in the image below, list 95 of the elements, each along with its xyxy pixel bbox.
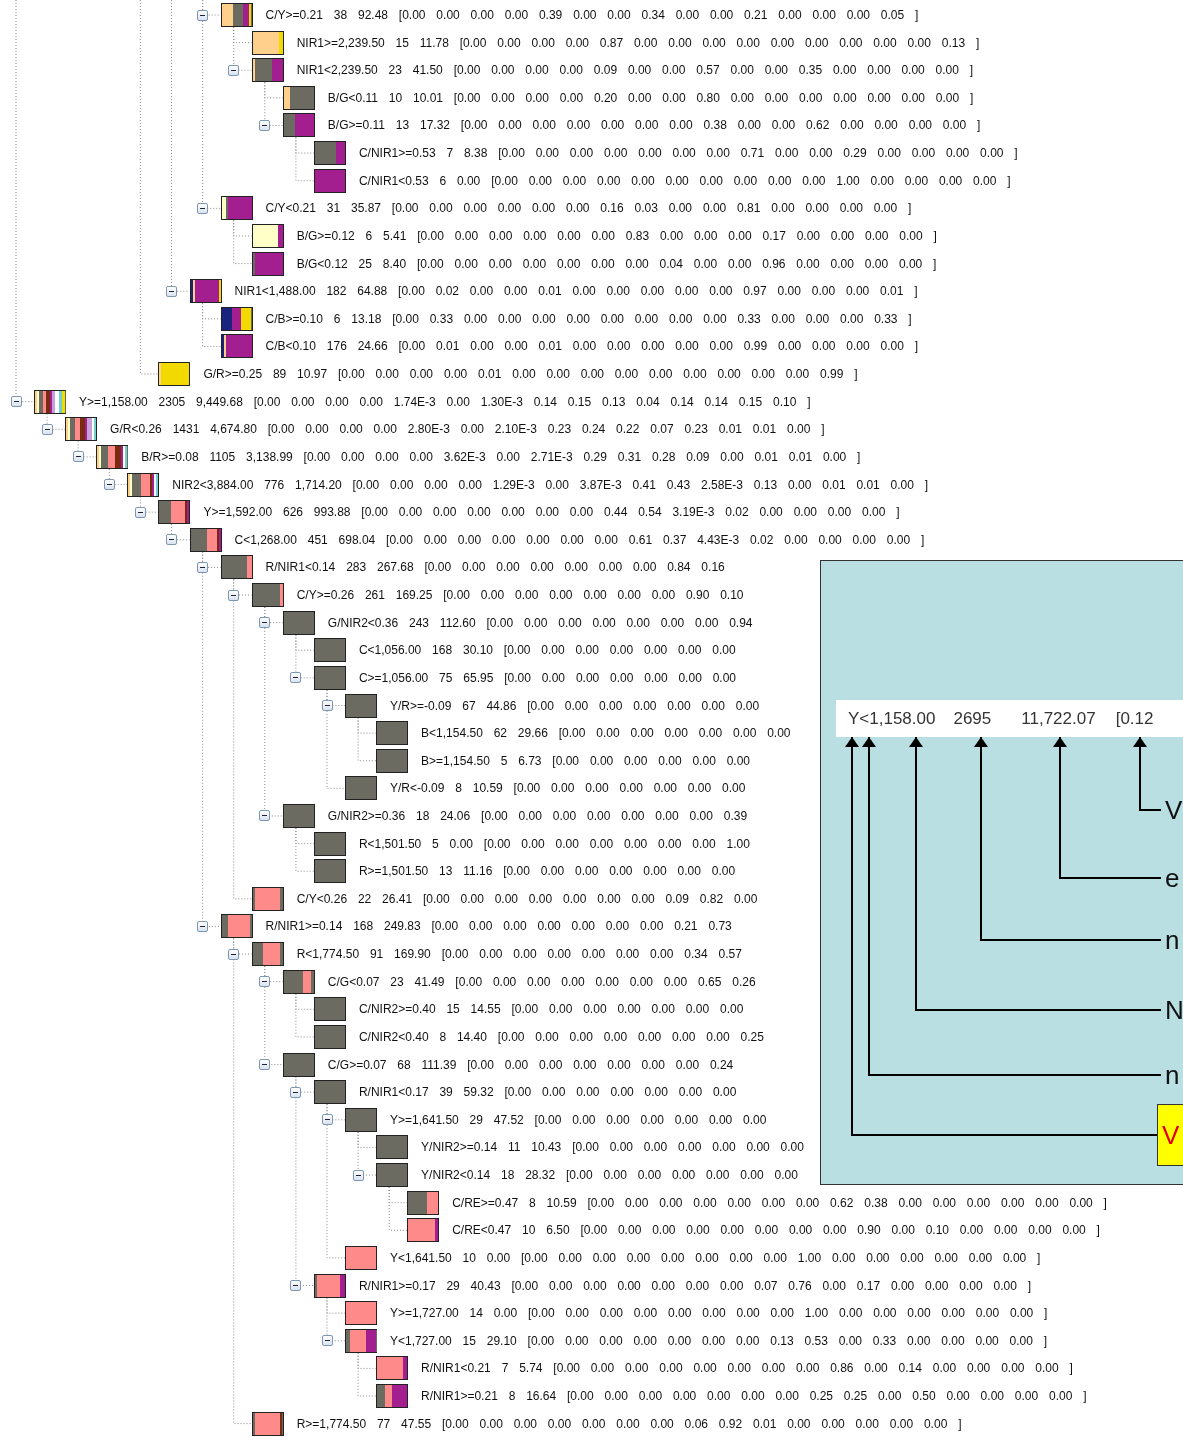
tree-node-summary: B/R>=0.08 1105 3,138.99 [0.00 0.00 0.00 0.00 3.62E-3 0.00 2.71E-3 0.29 0.31 0.28 0.09 0.00 0.01 0.01 0.00 ] <box>141 449 861 464</box>
tree-node-summary: C/NIR2<0.40 8 14.40 [0.00 0.00 0.00 0.00 0.00 0.00 0.00 0.25 <box>358 1029 764 1044</box>
tree-node-summary: C/Y<0.21 31 35.87 [0.00 0.00 0.00 0.00 0.00 0.00 0.16 0.03 0.00 0.00 0.81 0.00 0.00 0.00 0.00 ] <box>265 201 912 216</box>
leader-arrow <box>845 736 1158 1136</box>
tree-node-summary: Y<1,641.50 10 0.00 [0.00 0.00 0.00 0.00 0.00 0.00 0.00 0.00 1.00 0.00 0.00 0.00 0.00 0.00 0.00 ] <box>390 1250 1041 1265</box>
tree-node-summary: C<1,056.00 168 30.10 [0.00 0.00 0.00 0.00 0.00 0.00 0.00 <box>358 643 736 658</box>
tree-node-summary: B/G<0.11 10 10.01 [0.00 0.00 0.00 0.00 0.20 0.00 0.00 0.80 0.00 0.00 0.00 0.00 0.00 0.00 0.00 ] <box>327 90 974 105</box>
tree-connector-line <box>139 0 159 375</box>
tree-node-summary: R/NIR1>=0.17 29 40.43 [0.00 0.00 0.00 0.00 0.00 0.00 0.00 0.07 0.76 0.00 0.17 0.00 0.00 0.00 0.00 ] <box>358 1278 1031 1293</box>
node-summary-strip <box>836 700 1183 737</box>
impurity-value: 11,722.07 <box>1021 708 1096 729</box>
tree-node-summary: C/Y<0.26 22 26.41 [0.00 0.00 0.00 0.00 0.00 0.00 0.00 0.09 0.82 0.00 <box>296 891 758 906</box>
tree-node-summary: C/G>=0.07 68 111.39 [0.00 0.00 0.00 0.00 0.00 0.00 0.00 0.24 <box>327 1057 734 1072</box>
tree-node-summary: R/NIR1<0.14 283 267.68 [0.00 0.00 0.00 0.00 0.00 0.00 0.00 0.84 0.16 <box>265 560 725 575</box>
leader-arrow <box>909 736 1162 1011</box>
tree-node-summary: C/NIR2>=0.40 15 14.55 [0.00 0.00 0.00 0.00 0.00 0.00 0.00 <box>358 1002 744 1017</box>
tree-node-summary: B/G>=0.11 13 17.32 [0.00 0.00 0.00 0.00 0.00 0.00 0.00 0.38 0.00 0.00 0.62 0.00 0.00 0.00 0.00 ] <box>327 118 981 133</box>
tree-node-summary: NIR1<1,488.00 182 64.88 [0.00 0.02 0.00 0.00 0.01 0.00 0.00 0.00 0.00 0.00 0.97 0.00 0.00 0.00 0.01 ] <box>234 284 918 299</box>
tree-node-summary: C/NIR1>=0.53 7 8.38 [0.00 0.00 0.00 0.00 0.00 0.00 0.00 0.71 0.00 0.00 0.29 0.00 0.00 0.00 0.00 ] <box>358 146 1018 161</box>
leader-arrow <box>1133 736 1162 811</box>
tree-node-summary: C/Y>=0.26 261 169.25 [0.00 0.00 0.00 0.00 0.00 0.00 0.00 0.90 0.10 <box>296 588 744 602</box>
tree-connector-line <box>326 1103 346 1259</box>
tree-node-summary: G/R<0.26 1431 4,674.80 [0.00 0.00 0.00 0.00 2.80E-3 0.00 2.10E-3 0.23 0.24 0.22 0.07 0.23 0.01 0.01 0.00 ] <box>110 422 825 437</box>
tree-node-summary: R<1,774.50 91 169.90 [0.00 0.00 0.00 0.00 0.00 0.00 0.00 0.34 0.57 <box>296 947 742 962</box>
callout-label: V <box>1161 795 1183 825</box>
tree-node-summary: C<1,268.00 451 698.04 [0.00 0.00 0.00 0.00 0.00 0.00 0.00 0.61 0.37 4.43E-3 0.02 0.00 0.00 0.00 0.00 ] <box>234 532 925 547</box>
tree-node-summary: Y/R>=-0.09 67 44.86 [0.00 0.00 0.00 0.00 0.00 0.00 0.00 <box>390 698 760 713</box>
tree-node-summary: G/NIR2>=0.36 18 24.06 [0.00 0.00 0.00 0.00 0.00 0.00 0.00 0.39 <box>327 808 748 823</box>
tree-node-summary: B/G>=0.12 6 5.41 [0.00 0.00 0.00 0.00 0.00 0.00 0.83 0.00 0.00 0.00 0.17 0.00 0.00 0.00 0.00 ] <box>296 228 937 243</box>
tree-node-summary: R/NIR1<0.17 39 59.32 [0.00 0.00 0.00 0.00 0.00 0.00 0.00 <box>358 1085 737 1100</box>
tree-node-summary: B>=1,154.50 5 6.73 [0.00 0.00 0.00 0.00 0.00 0.00 <box>421 753 750 768</box>
callout-label: e <box>1161 863 1180 893</box>
tree-connector-line <box>139 496 159 513</box>
tree-node-summary: C/NIR1<0.53 6 0.00 [0.00 0.00 0.00 0.00 0.00 0.00 0.00 0.00 0.00 0.00 1.00 0.00 0.00 0.00 0.00 ] <box>358 173 1011 188</box>
leader-arrow <box>862 736 1162 1076</box>
tree-connector-line <box>46 413 66 430</box>
tree-node-summary: G/NIR2<0.36 243 112.60 [0.00 0.00 0.00 0.00 0.00 0.00 0.00 0.94 <box>327 615 753 630</box>
tree-node-summary: C/G<0.07 23 41.49 [0.00 0.00 0.00 0.00 0.00 0.00 0.00 0.65 0.26 <box>327 974 756 989</box>
tree-node-summary: R/NIR1>=0.14 168 249.83 [0.00 0.00 0.00 0.00 0.00 0.00 0.00 0.21 0.73 <box>265 919 732 934</box>
sample-count: 2695 <box>953 708 992 729</box>
tree-node-summary: NIR2<3,884.00 776 1,714.20 [0.00 0.00 0.00 0.00 1.29E-3 0.00 3.87E-3 0.41 0.43 2.58E-3 0.13 0.00 0.01 0.01 0.00 ] <box>172 477 929 492</box>
tree-node-summary: Y<1,727.00 15 29.10 [0.00 0.00 0.00 0.00 0.00 0.00 0.00 0.13 0.53 0.00 0.33 0.00 0.00 0.00 0.00 ] <box>390 1333 1048 1348</box>
highlighted-callout-label: V <box>1157 1103 1183 1166</box>
tree-connector-line <box>202 302 222 347</box>
tree-connector-line <box>15 0 35 403</box>
tree-node-summary: NIR1<2,239.50 23 41.50 [0.00 0.00 0.00 0.00 0.09 0.00 0.00 0.57 0.00 0.00 0.35 0.00 0.00 0.00 0.00 ] <box>296 63 974 78</box>
tree-connector-line <box>202 0 222 209</box>
tree-connector-line <box>108 468 128 486</box>
tree-connector-line <box>233 219 253 265</box>
tree-connector-line <box>357 1131 377 1176</box>
class-probability-vector: [0.12 <box>1115 708 1154 729</box>
tree-connector-line <box>233 578 253 900</box>
tree-node-summary: C>=1,056.00 75 65.95 [0.00 0.00 0.00 0.00 0.00 0.00 0.00 <box>358 670 736 685</box>
tree-connector-line <box>326 689 346 789</box>
tree-node-summary: R>=1,501.50 13 11.16 [0.00 0.00 0.00 0.00 0.00 0.00 0.00 <box>358 864 736 879</box>
tree-node-summary: G/R>=0.25 89 10.97 [0.00 0.00 0.00 0.00 0.01 0.00 0.00 0.00 0.00 0.00 0.00 0.00 0.00 0.00 0.99 ] <box>203 367 858 382</box>
tree-connector-line <box>77 440 97 458</box>
tree-node-summary: Y/NIR2>=0.14 11 10.43 [0.00 0.00 0.00 0.00 0.00 0.00 0.00 <box>421 1140 804 1155</box>
tree-node-summary: R/NIR1>=0.21 8 16.64 [0.00 0.00 0.00 0.00 0.00 0.00 0.00 0.25 0.25 0.00 0.50 0.00 0.00 0.00 0.00 ] <box>421 1389 1087 1403</box>
tree-node-summary: Y>=1,641.50 29 47.52 [0.00 0.00 0.00 0.00 0.00 0.00 0.00 <box>390 1112 767 1127</box>
tree-node-summary: Y/R<-0.09 8 10.59 [0.00 0.00 0.00 0.00 0.00 0.00 0.00 <box>390 781 746 796</box>
tree-node-summary: B/G<0.12 25 8.40 [0.00 0.00 0.00 0.00 0.00 0.00 0.00 0.04 0.00 0.00 0.96 0.00 0.00 0.00 0.00 ] <box>296 256 937 271</box>
tree-node-summary: C/B<0.10 176 24.66 [0.00 0.01 0.00 0.00 0.01 0.00 0.00 0.00 0.00 0.00 0.99 0.00 0.00 0.00 0.00 ] <box>265 339 919 354</box>
tree-connector-line <box>295 634 315 679</box>
tree-node-summary: R<1,501.50 5 0.00 [0.00 0.00 0.00 0.00 0.00 0.00 0.00 1.00 <box>358 836 750 851</box>
tree-connector-line <box>171 0 190 292</box>
tree-connector-line <box>264 965 284 1066</box>
tree-node-summary: Y/NIR2<0.14 18 28.32 [0.00 0.00 0.00 0.00 0.00 0.00 0.00 <box>421 1168 798 1183</box>
tree-connector-line <box>295 137 315 182</box>
tree-connector-line <box>264 81 284 126</box>
callout-label: n <box>1161 925 1180 955</box>
tree-node-summary: C/RE>=0.47 8 10.59 [0.00 0.00 0.00 0.00 0.00 0.00 0.00 0.62 0.38 0.00 0.00 0.00 0.00 0.00 0.00 ] <box>452 1195 1107 1210</box>
leader-arrow <box>1053 736 1162 879</box>
tree-node-summary: C/Y>=0.21 38 92.48 [0.00 0.00 0.00 0.00 0.39 0.00 0.00 0.34 0.00 0.00 0.21 0.00 0.00 0.00 0.05 ] <box>265 8 919 22</box>
tree-node-summary: NIR1>=2,239.50 15 11.78 [0.00 0.00 0.00 0.00 0.87 0.00 0.00 0.00 0.00 0.00 0.00 0.00 0.00 0.00 0.13 ] <box>296 35 980 50</box>
tree-node-summary: Y>=1,727.00 14 0.00 [0.00 0.00 0.00 0.00 0.00 0.00 0.00 0.00 1.00 0.00 0.00 0.00 0.00 0.00 0.00 ] <box>390 1306 1048 1321</box>
tree-node-summary: B<1,154.50 62 29.66 [0.00 0.00 0.00 0.00 0.00 0.00 0.00 <box>421 726 791 741</box>
tree-node-summary: R>=1,774.50 77 47.55 [0.00 0.00 0.00 0.00 0.00 0.00 0.00 0.06 0.92 0.01 0.00 0.00 0.00 0.00 0.00 ] <box>296 1416 962 1431</box>
tree-node-summary: R/NIR1<0.21 7 5.74 [0.00 0.00 0.00 0.00 0.00 0.00 0.00 0.00 0.86 0.00 0.14 0.00 0.00 0.00 0.00 ] <box>421 1361 1073 1376</box>
tree-node-summary: Y>=1,158.00 2305 9,449.68 [0.00 0.00 0.00 0.00 1.74E-3 0.00 1.30E-3 0.14 0.15 0.13 0.04 0.14 0.14 0.15 0.10 ] <box>79 394 811 409</box>
tree-connector-line <box>357 1352 377 1397</box>
tree-connector-line <box>202 551 222 927</box>
tree-connector-line <box>233 937 253 1425</box>
tree-connector-line <box>171 523 190 541</box>
tree-node-summary: C/B>=0.10 6 13.18 [0.00 0.33 0.00 0.00 0.00 0.00 0.00 0.00 0.00 0.00 0.33 0.00 0.00 0.00 0.33 ] <box>265 311 912 326</box>
callout-label: N <box>1161 995 1183 1025</box>
tree-node-summary: C/RE<0.47 10 6.50 [0.00 0.00 0.00 0.00 0.00 0.00 0.00 0.00 0.90 0.00 0.10 0.00 0.00 0.00 0.00 ] <box>452 1223 1100 1238</box>
tree-node-summary: Y>=1,592.00 626 993.88 [0.00 0.00 0.00 0.00 0.00 0.00 0.00 0.44 0.54 3.19E-3 0.02 0.00 0.00 0.00 0.00 ] <box>203 505 900 520</box>
leader-arrow <box>974 736 1162 941</box>
tree-connector-line <box>295 993 315 1038</box>
tree-connector-line <box>357 717 377 762</box>
tree-connector-line <box>326 1297 346 1342</box>
split-condition: Y<1,158.00 <box>848 708 936 729</box>
callout-label: n <box>1161 1060 1180 1090</box>
tree-connector-line <box>295 1076 315 1286</box>
